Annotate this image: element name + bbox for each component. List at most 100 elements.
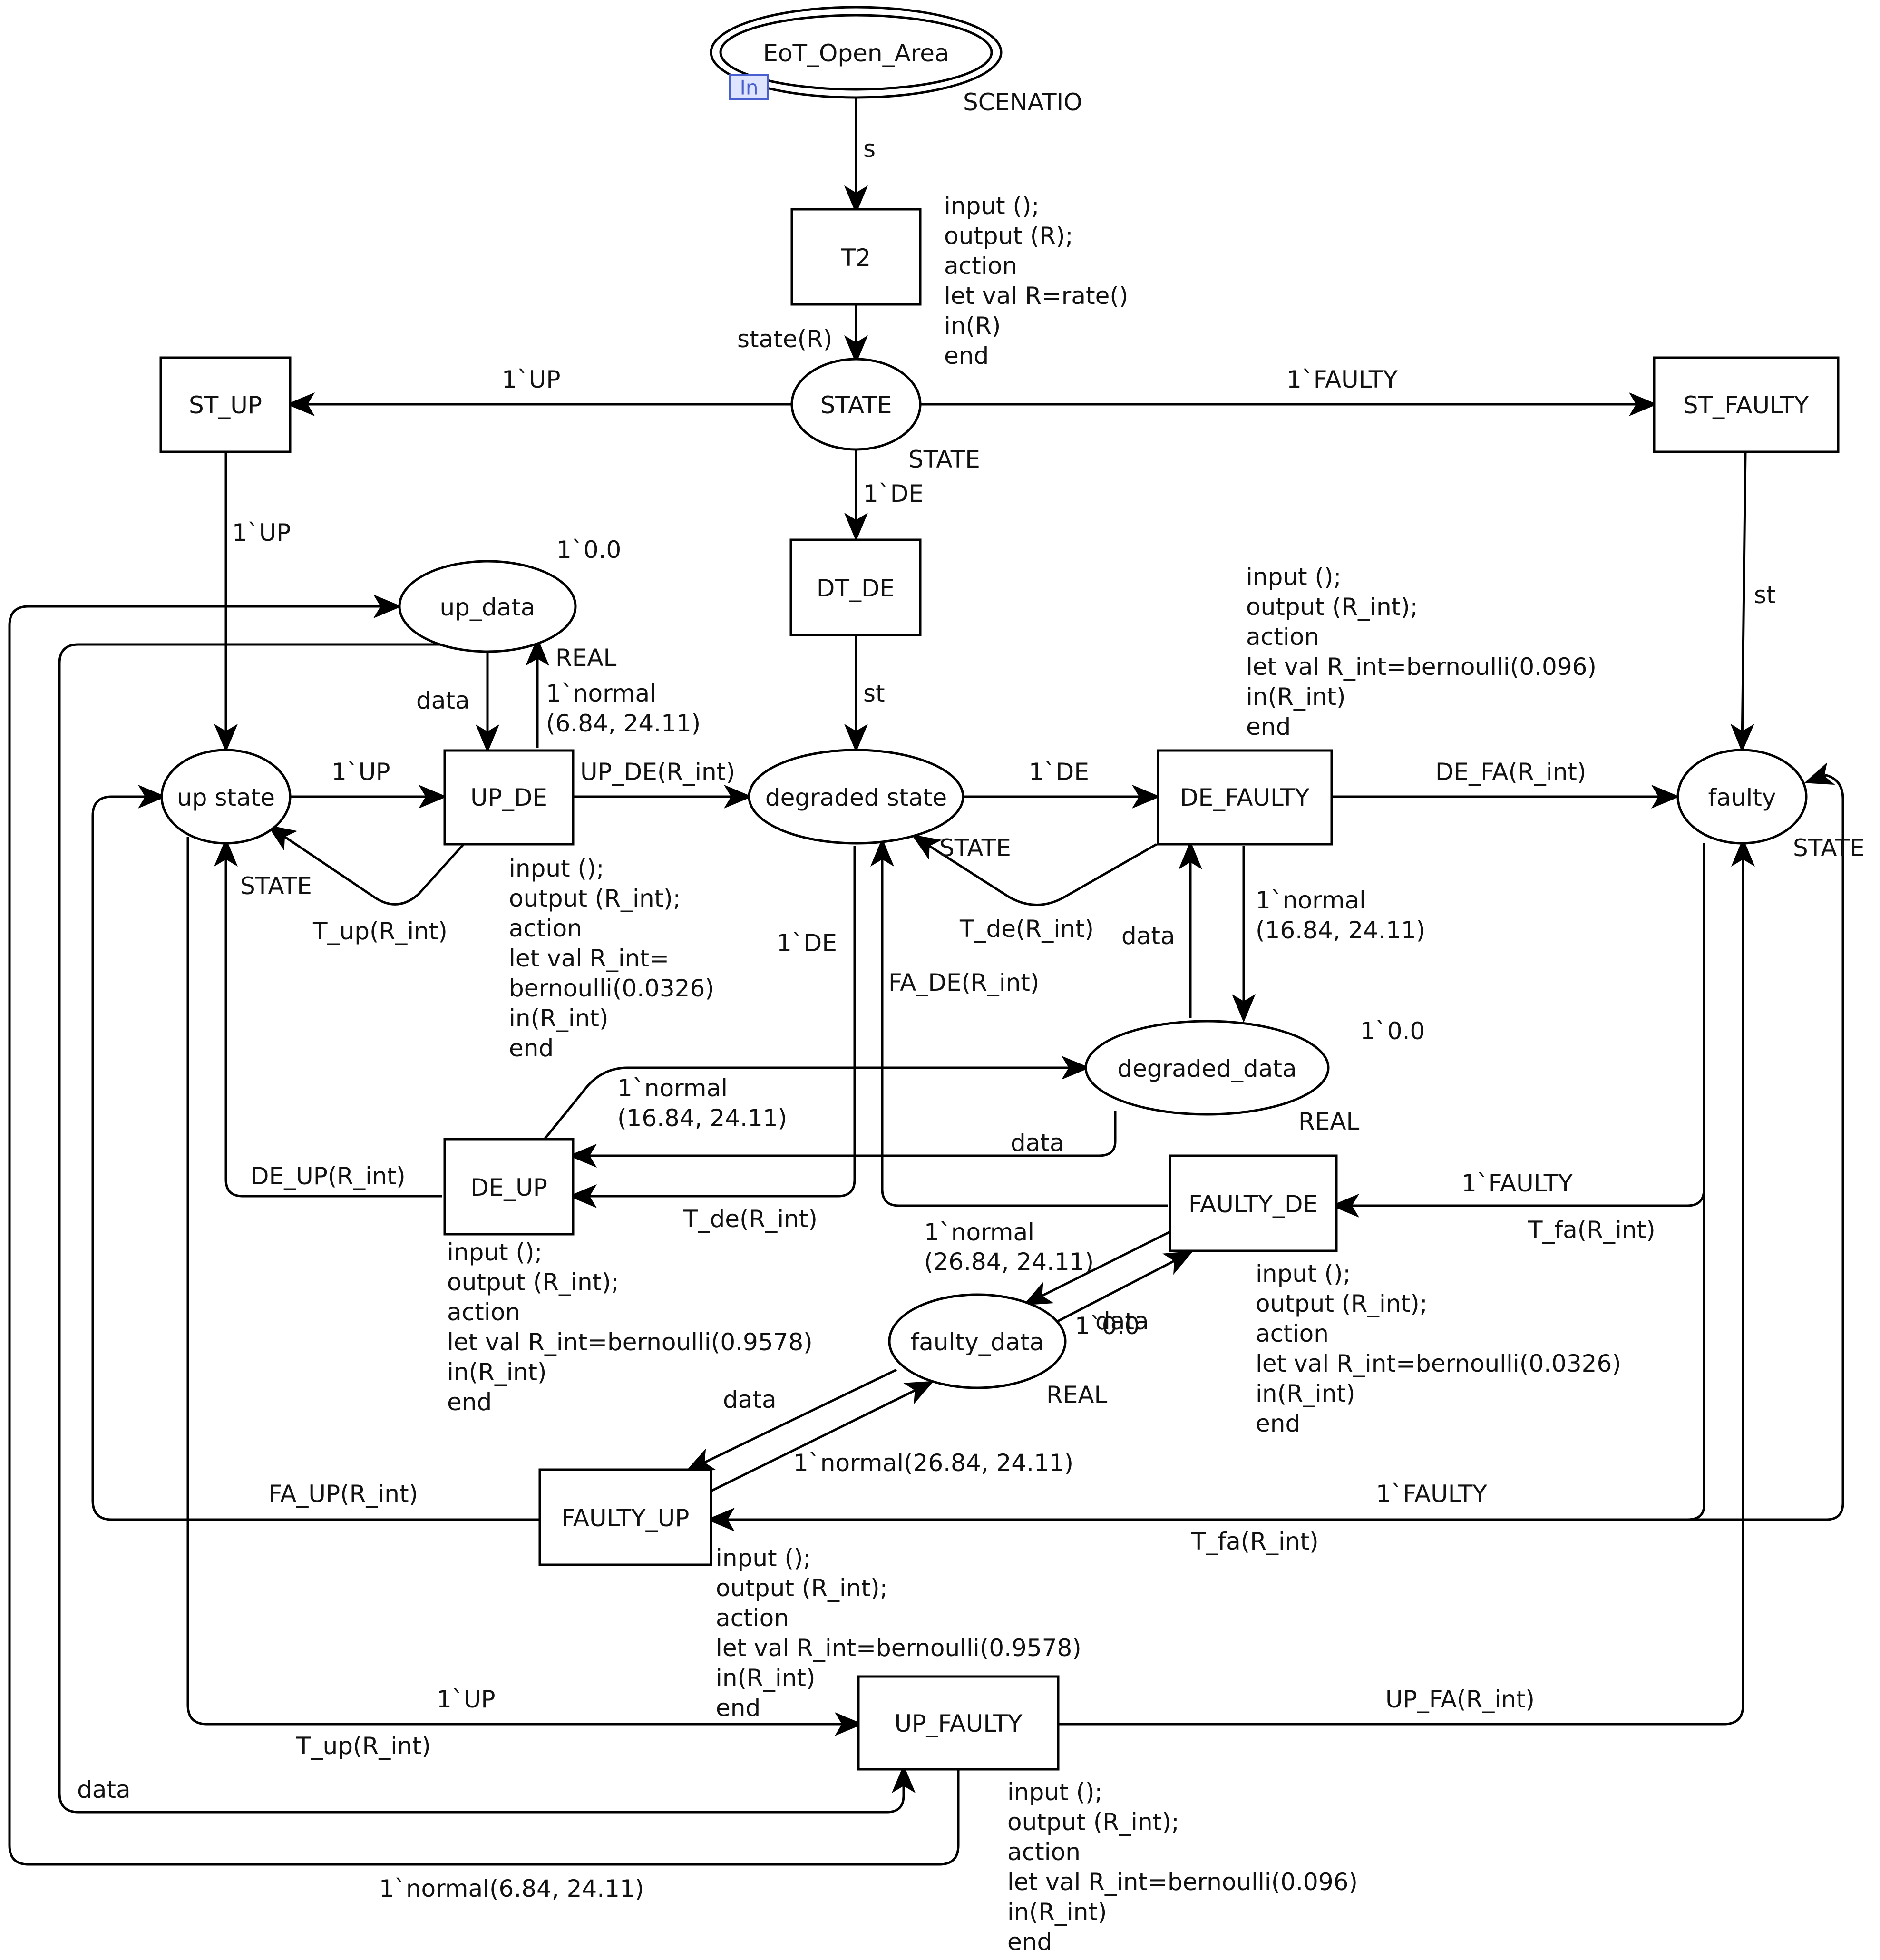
initial-markings: 1`0.0 1`0.0 1`0.0 xyxy=(556,536,1425,1340)
arc-label: DE_UP(R_int) xyxy=(251,1162,406,1190)
code-line: output (R_int); xyxy=(1246,593,1418,621)
code-line: action xyxy=(716,1604,789,1632)
place-up-data[interactable]: up_data xyxy=(398,560,577,653)
arc-label: (26.84, 24.11) xyxy=(924,1248,1094,1276)
arc-label: data xyxy=(1121,922,1175,950)
place-state[interactable]: STATE xyxy=(790,358,922,451)
place-label: faulty xyxy=(1708,784,1776,811)
arc-inscriptions: s state(R) 1`UP 1`FAULTY 1`DE 1`UP st st… xyxy=(77,135,1776,1902)
code-line: let val R_int=bernoulli(0.096) xyxy=(1246,653,1597,681)
arc-label: st xyxy=(863,680,885,707)
arc-label: data xyxy=(416,687,470,714)
arc-up-de-back-to-up-state xyxy=(267,825,465,906)
arc-de-faulty-back-to-degraded xyxy=(911,834,1158,906)
arc-label: 1`FAULTY xyxy=(1286,366,1398,393)
arc-faulty-de-to-degraded xyxy=(870,838,1168,1207)
arc-label: T_fa(R_int) xyxy=(1528,1216,1656,1244)
arc-label: st xyxy=(1754,581,1776,609)
arc-label: 1`normal(26.84, 24.11) xyxy=(793,1449,1073,1477)
arc-de-up-to-degdata xyxy=(544,1056,1090,1140)
arc-label: state(R) xyxy=(737,325,832,353)
code-line: end xyxy=(716,1694,760,1722)
arc-st-faulty-to-faulty xyxy=(1730,451,1754,752)
arc-label: data xyxy=(723,1386,777,1414)
arc-faultydata-to-faulty-up xyxy=(685,1368,897,1472)
code-line: let val R_int=bernoulli(0.0326) xyxy=(1256,1350,1621,1377)
place-faulty-data[interactable]: faulty_data xyxy=(888,1293,1067,1389)
code-line: output (R_int); xyxy=(447,1268,619,1296)
code-line: end xyxy=(509,1034,554,1062)
arc-de-up-to-up-state xyxy=(214,838,442,1198)
transition-up-de[interactable]: UP_DE xyxy=(443,749,575,846)
transition-faulty-de[interactable]: FAULTY_DE xyxy=(1169,1154,1338,1252)
arc-label: UP_FA(R_int) xyxy=(1385,1686,1535,1713)
arc-label: T_fa(R_int) xyxy=(1191,1528,1319,1555)
transition-label: FAULTY_UP xyxy=(562,1504,690,1532)
transition-label: DE_UP xyxy=(470,1174,547,1201)
code-line: let val R_int=bernoulli(0.096) xyxy=(1007,1868,1358,1896)
arc-label: 1`DE xyxy=(1029,758,1089,786)
arc-up-state-to-up-faulty xyxy=(186,837,863,1736)
arc-label: 1`UP xyxy=(502,366,561,393)
arc-updata-to-up-faulty xyxy=(58,643,916,1814)
colorset-state: STATE xyxy=(908,446,980,473)
transition-label: UP_FAULTY xyxy=(895,1710,1023,1737)
arc-label: T_up(R_int) xyxy=(296,1732,431,1760)
transition-st-up[interactable]: ST_UP xyxy=(159,356,292,453)
place-faulty[interactable]: faulty xyxy=(1676,749,1808,845)
transition-dt-de[interactable]: DT_DE xyxy=(789,538,922,636)
arc-label: FA_UP(R_int) xyxy=(269,1480,418,1508)
colorset-inscriptions: SCENATIO STATE REAL STATE STATE STATE RE… xyxy=(240,88,1865,1409)
transition-st-faulty[interactable]: ST_FAULTY xyxy=(1653,356,1840,453)
place-label: degraded state xyxy=(765,784,947,811)
place-up-state[interactable]: up state xyxy=(160,749,292,845)
code-line: end xyxy=(1007,1928,1052,1956)
transition-label: ST_UP xyxy=(189,391,262,419)
arc-label: data xyxy=(77,1776,131,1804)
marking-up-data: 1`0.0 xyxy=(556,536,621,564)
arc-label: 1`DE xyxy=(777,929,837,957)
arc-faulty-de-to-faultydata xyxy=(1023,1230,1171,1306)
place-label: up_data xyxy=(439,594,535,621)
code-line: input (); xyxy=(1256,1260,1351,1287)
code-line: output (R); xyxy=(944,222,1073,250)
code-line: let val R_int= xyxy=(509,945,669,972)
code-line: let val R_int=bernoulli(0.9578) xyxy=(447,1328,813,1356)
transition-t2[interactable]: T2 xyxy=(790,208,922,306)
code-line: end xyxy=(944,342,989,370)
place-degraded-data[interactable]: degraded_data xyxy=(1084,1020,1330,1116)
place-eot-open-area[interactable]: EoT_Open_Area In xyxy=(710,6,1003,100)
transition-label: T2 xyxy=(841,244,871,272)
transition-faulty-up[interactable]: FAULTY_UP xyxy=(538,1468,712,1566)
code-line: input (); xyxy=(944,192,1039,220)
code-line: in(R_int) xyxy=(1256,1380,1355,1407)
code-line: input (); xyxy=(716,1544,811,1572)
place-label: EoT_Open_Area xyxy=(763,39,949,67)
arc-degraded-to-de-up xyxy=(568,846,856,1208)
port-tag-box xyxy=(729,74,769,100)
colorset-real-up-data: REAL xyxy=(555,644,617,672)
colorset-state-up: STATE xyxy=(240,872,312,900)
code-line: in(R_int) xyxy=(447,1358,547,1386)
transition-label: DE_FAULTY xyxy=(1180,784,1310,811)
transition-up-faulty[interactable]: UP_FAULTY xyxy=(857,1675,1060,1771)
place-degraded-state[interactable]: degraded state xyxy=(748,749,964,845)
arc-faulty-up-to-faultydata xyxy=(710,1381,934,1492)
arc-label: 1`FAULTY xyxy=(1461,1170,1573,1197)
transition-label: UP_DE xyxy=(470,784,547,811)
transition-de-up[interactable]: DE_UP xyxy=(443,1138,575,1236)
arc-label: s xyxy=(863,135,876,163)
code-line: action xyxy=(1246,623,1319,651)
arc-label: 1`normal(6.84, 24.11) xyxy=(379,1875,644,1902)
code-line: action xyxy=(1256,1320,1329,1347)
code-line: in(R_int) xyxy=(509,1004,609,1032)
transition-de-faulty[interactable]: DE_FAULTY xyxy=(1157,749,1333,846)
